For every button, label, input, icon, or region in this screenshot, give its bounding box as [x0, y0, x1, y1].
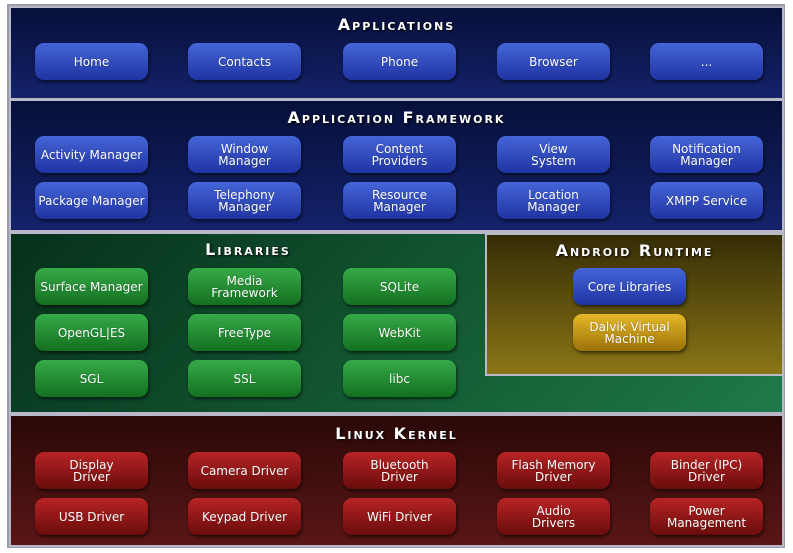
component-browser: Browser: [497, 43, 610, 80]
component-phone: Phone: [343, 43, 456, 80]
component-flash-memory-driver: Flash Memory Driver: [497, 452, 610, 489]
component-contacts: Contacts: [188, 43, 301, 80]
component-libc: libc: [343, 360, 456, 397]
component-media-framework: Media Framework: [188, 268, 301, 305]
component-audio-drivers: Audio Drivers: [497, 498, 610, 535]
component-ssl: SSL: [188, 360, 301, 397]
component-view-system: View System: [497, 136, 610, 173]
android-runtime-layer: Android Runtime: [485, 233, 784, 376]
component-wifi-driver: WiFi Driver: [343, 498, 456, 535]
component-freetype: FreeType: [188, 314, 301, 351]
applications-title: Applications: [337, 15, 456, 34]
component-surface-manager: Surface Manager: [35, 268, 148, 305]
component-window-manager: Window Manager: [188, 136, 301, 173]
libraries-title: Libraries: [205, 240, 291, 259]
component-notification-manager: Notification Manager: [650, 136, 763, 173]
framework-title: Application Framework: [287, 108, 506, 127]
component-home: Home: [35, 43, 148, 80]
component-usb-driver: USB Driver: [35, 498, 148, 535]
component-activity-manager: Activity Manager: [35, 136, 148, 173]
component-binder-ipc-driver: Binder (IPC) Driver: [650, 452, 763, 489]
component-: ...: [650, 43, 763, 80]
component-webkit: WebKit: [343, 314, 456, 351]
component-camera-driver: Camera Driver: [188, 452, 301, 489]
component-core-libraries: Core Libraries: [573, 268, 686, 305]
component-opengl-es: OpenGL|ES: [35, 314, 148, 351]
component-bluetooth-driver: Bluetooth Driver: [343, 452, 456, 489]
component-keypad-driver: Keypad Driver: [188, 498, 301, 535]
component-sgl: SGL: [35, 360, 148, 397]
component-dalvik-virtual-machine: Dalvik Virtual Machine: [573, 314, 686, 351]
component-content-providers: Content Providers: [343, 136, 456, 173]
runtime-title: Android Runtime: [555, 241, 714, 260]
component-display-driver: Display Driver: [35, 452, 148, 489]
kernel-title: Linux Kernel: [335, 424, 458, 443]
component-power-management: Power Management: [650, 498, 763, 535]
component-telephony-manager: Telephony Manager: [188, 182, 301, 219]
component-location-manager: Location Manager: [497, 182, 610, 219]
component-package-manager: Package Manager: [35, 182, 148, 219]
component-resource-manager: Resource Manager: [343, 182, 456, 219]
component-sqlite: SQLite: [343, 268, 456, 305]
component-xmpp-service: XMPP Service: [650, 182, 763, 219]
